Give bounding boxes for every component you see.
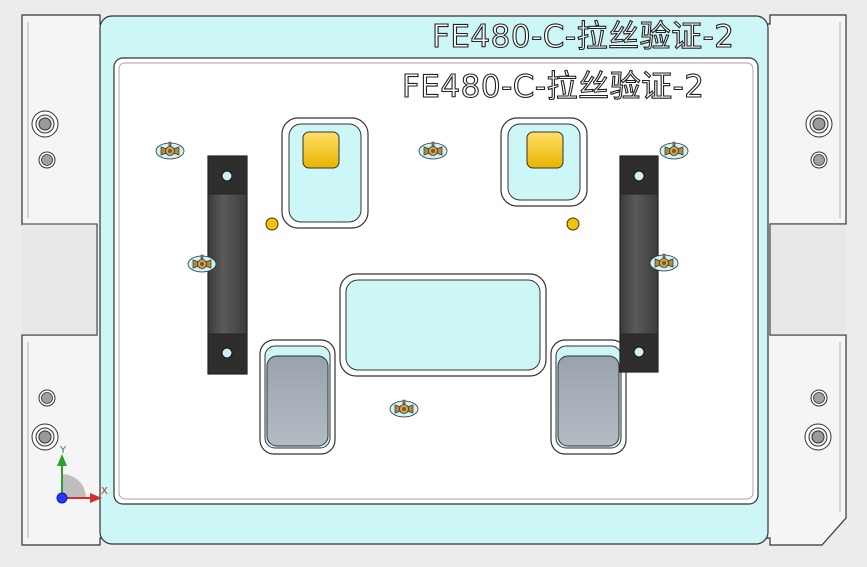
yellow-pad: [526, 131, 564, 169]
plate-label-inner: FE480-C-拉丝验证-2: [401, 69, 705, 105]
pocket-upper-left[interactable]: [281, 117, 369, 229]
locating-pin-icon: [38, 151, 56, 169]
bolt-hole-icon: [31, 110, 59, 138]
locating-pin-icon: [810, 151, 828, 169]
z-axis-dot: [56, 492, 68, 504]
y-axis-label: Y: [60, 445, 67, 456]
bolt-hole-icon: [804, 423, 832, 451]
pocket-upper-right[interactable]: [500, 117, 588, 207]
locating-pin-icon: [810, 389, 828, 407]
locating-dot: [265, 217, 279, 231]
yellow-pad: [302, 131, 340, 169]
locating-pin-icon: [38, 389, 56, 407]
pocket-lower-right[interactable]: [550, 339, 627, 455]
bolt-hole-icon: [31, 423, 59, 451]
coordinate-triad: [56, 454, 102, 504]
pocket-lower-left[interactable]: [259, 339, 336, 455]
x-axis-label: X: [101, 486, 108, 497]
pocket-center[interactable]: [339, 273, 547, 377]
locating-dot: [566, 217, 580, 231]
bolt-hole-icon: [805, 110, 833, 138]
plate-label-outer: FE480-C-拉丝验证-2: [431, 19, 735, 55]
